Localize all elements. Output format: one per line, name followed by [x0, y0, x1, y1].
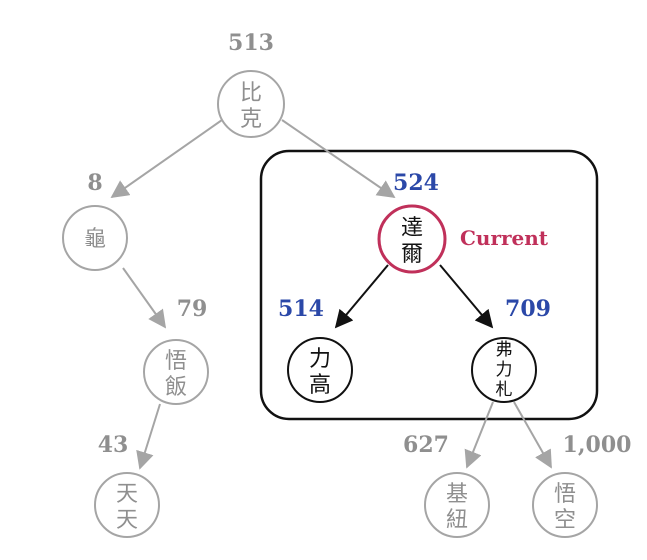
node-jizu-line2: 紐	[446, 508, 468, 533]
edge-daer-ligao	[334, 264, 389, 329]
node-daer-line2: 爾	[401, 242, 423, 267]
node-daer-circle	[377, 204, 447, 274]
node-wukong-line2: 空	[554, 508, 576, 533]
node-wukong-line1: 悟	[554, 482, 576, 507]
node-ligao-line2: 高	[309, 373, 331, 398]
node-daer-current: 524 達 爾 Current	[377, 170, 549, 274]
node-ligao-line1: 力	[309, 347, 331, 372]
edge-fulizha-jizu	[464, 401, 494, 469]
node-tian-line1: 天	[116, 482, 138, 507]
node-tian-line2: 天	[116, 508, 138, 533]
node-root: 513 比 克	[217, 30, 285, 138]
node-wufan-line1: 悟	[165, 349, 187, 374]
current-label: Current	[460, 226, 549, 250]
node-fulizha-circle	[471, 337, 537, 403]
node-gui-circle	[62, 205, 128, 271]
node-fulizha: 709 弗 力 札	[471, 296, 551, 403]
node-daer-value: 524	[393, 170, 439, 196]
node-root-value: 513	[228, 30, 274, 56]
edge-root-daer	[281, 119, 396, 199]
edges	[110, 119, 552, 470]
node-root-circle	[217, 70, 285, 138]
node-fulizha-line3: 札	[496, 380, 513, 400]
node-wufan-value: 79	[177, 296, 208, 322]
edge-gui-wufan	[122, 267, 167, 329]
node-jizu-circle	[424, 472, 490, 538]
node-fulizha-line2: 力	[496, 360, 513, 380]
node-wufan: 79 悟 飯	[143, 296, 209, 405]
node-tian: 43 天 天	[94, 432, 160, 538]
node-wukong-circle	[532, 472, 598, 538]
node-jizu-line1: 基	[446, 482, 468, 507]
edge-daer-fulizha	[439, 264, 494, 329]
edge-fulizha-wukong	[513, 401, 552, 469]
node-ligao-value: 514	[278, 296, 324, 322]
subtree-highlight-box	[259, 149, 599, 421]
node-ligao: 514 力 高	[278, 296, 353, 403]
node-fulizha-line1: 弗	[496, 340, 513, 360]
node-wufan-line2: 飯	[165, 375, 187, 400]
node-tian-circle	[94, 472, 160, 538]
node-fulizha-value: 709	[505, 296, 551, 322]
node-root-line1: 比	[240, 81, 262, 106]
node-daer-line1: 達	[401, 216, 423, 241]
node-gui-line1: 龜	[84, 227, 106, 252]
node-jizu: 627 基 紐	[403, 432, 490, 538]
node-tian-value: 43	[98, 432, 129, 458]
node-ligao-circle	[287, 337, 353, 403]
node-root-line2: 克	[240, 107, 262, 132]
node-wukong-value: 1,000	[563, 432, 632, 458]
node-gui-value: 8	[87, 170, 102, 196]
edge-wufan-tian	[136, 403, 161, 470]
node-wukong: 1,000 悟 空	[532, 432, 632, 538]
edge-root-gui	[110, 119, 223, 199]
node-gui: 8 龜	[62, 170, 128, 271]
node-wufan-circle	[143, 339, 209, 405]
node-jizu-value: 627	[403, 432, 449, 458]
